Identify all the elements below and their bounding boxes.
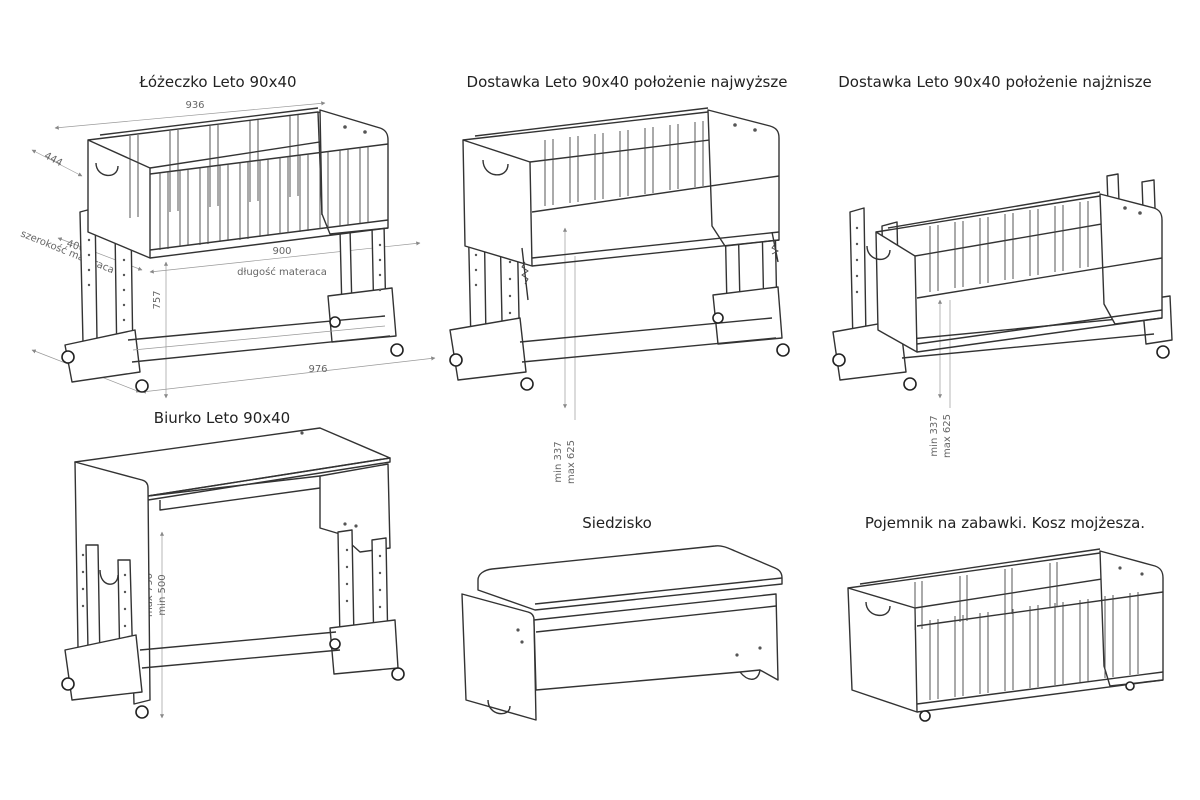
dim-cradle-height: 757 xyxy=(152,290,163,309)
drawing-side-low: min 337 max 625 xyxy=(832,173,1173,458)
dim-mattress-length-label: długość materaca xyxy=(237,266,327,278)
title-toybox: Pojemnik na zabawki. Kosz mojżesza. xyxy=(865,514,1145,532)
drawing-seat xyxy=(461,545,783,721)
dim-cradle-width: 444 xyxy=(42,150,64,169)
drawing-toybox xyxy=(847,548,1164,722)
title-seat: Siedzisko xyxy=(582,514,652,532)
title-side-low: Dostawka Leto 90x40 położenie najżnisze xyxy=(838,73,1151,91)
dim-desk-min: min 500 xyxy=(157,574,168,615)
drawing-side-high: min 337 max 625 xyxy=(449,107,790,484)
title-cradle: Łóżeczko Leto 90x40 xyxy=(138,73,296,91)
dim-low-min: min 337 xyxy=(929,415,940,456)
drawing-cradle: 936 444 400 szerokość materaca 900 długo… xyxy=(19,100,436,399)
dim-high-min: min 337 xyxy=(553,441,564,482)
dim-low-max: max 625 xyxy=(942,414,953,458)
dim-cradle-length: 936 xyxy=(185,100,204,111)
drawing-desk: max 790 min 500 xyxy=(61,427,405,719)
title-side-high: Dostawka Leto 90x40 położenie najwyższe xyxy=(467,73,788,91)
dim-mattress-length-value: 900 xyxy=(272,246,291,257)
title-desk: Biurko Leto 90x40 xyxy=(154,409,290,427)
dim-base-length: 976 xyxy=(308,364,327,375)
dim-high-max: max 625 xyxy=(566,440,577,484)
